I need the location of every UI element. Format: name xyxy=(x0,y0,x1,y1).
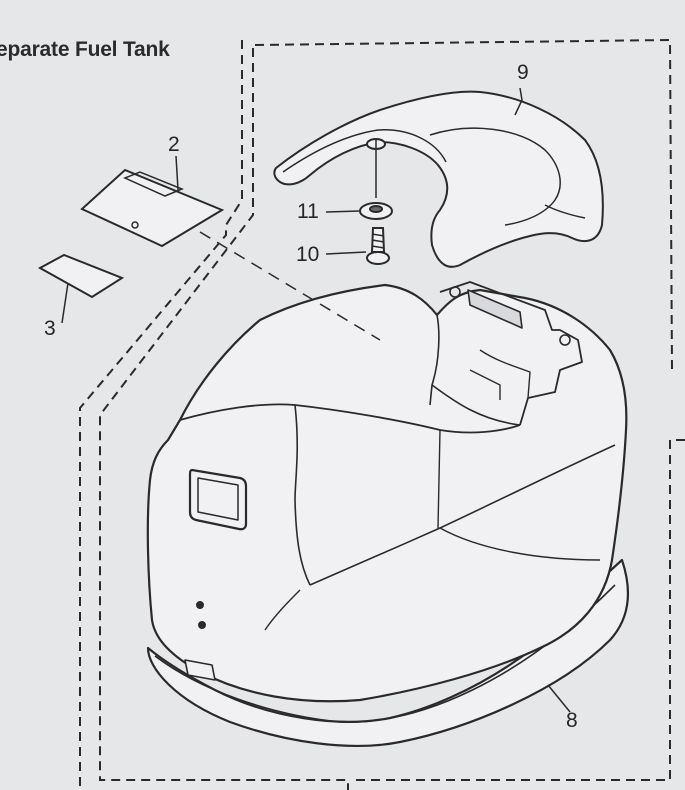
boundary-inner-left xyxy=(99,48,349,790)
part-3-sticker xyxy=(37,253,125,299)
leader-10 xyxy=(325,251,367,255)
callout-11: 11 xyxy=(297,200,319,223)
part-9-handle xyxy=(273,90,604,268)
boundary-right xyxy=(355,439,685,781)
part-2-label xyxy=(80,168,225,248)
leader-2 xyxy=(175,155,179,191)
part-11-washer xyxy=(359,202,393,220)
leader-11 xyxy=(325,210,361,213)
leader-9 xyxy=(514,87,523,116)
callout-8: 8 xyxy=(566,709,578,732)
leader-3 xyxy=(61,282,69,324)
part-10-screw xyxy=(366,227,390,265)
boundary-top xyxy=(254,38,673,371)
label-projection-line xyxy=(199,231,381,341)
assembly-boundary xyxy=(79,38,685,790)
callout-10: 10 xyxy=(296,243,320,266)
callout-9: 9 xyxy=(517,61,529,84)
part-8-engine-cover xyxy=(146,281,629,748)
callout-3: 3 xyxy=(44,317,56,340)
leader-lines xyxy=(61,87,571,713)
diagram-heading: eparate Fuel Tank xyxy=(0,38,170,61)
callout-2: 2 xyxy=(168,133,180,156)
leader-8 xyxy=(547,684,571,713)
